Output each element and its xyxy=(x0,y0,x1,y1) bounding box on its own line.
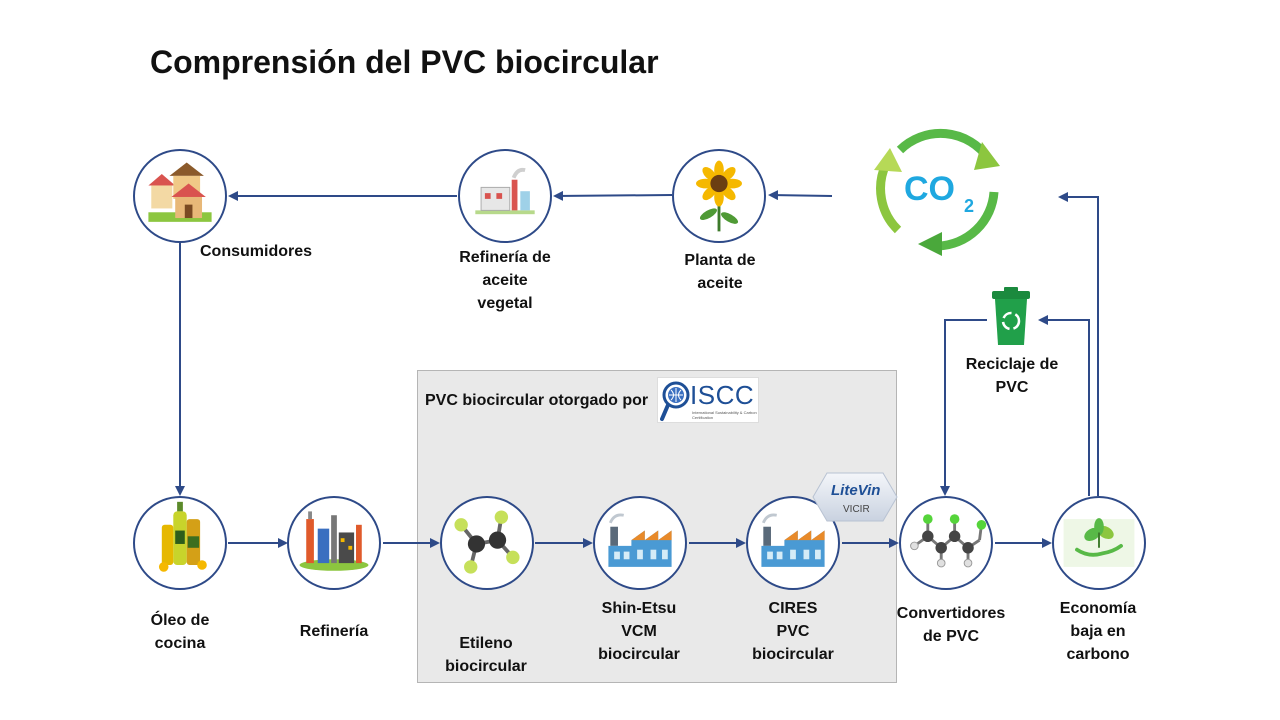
reciclaje-label: Reciclaje de PVC xyxy=(965,356,1059,396)
iscc-logo: ISCC International Sustainability & Carb… xyxy=(657,377,759,423)
consumidores-node xyxy=(133,149,227,243)
vcm-label: Shin-Etsu VCM biocircular xyxy=(598,600,680,663)
litevin-subtitle: VICIR xyxy=(843,504,870,515)
arrow-planta-to-refineria-aceite xyxy=(553,190,673,201)
refineria-node xyxy=(287,496,381,590)
pvc-molecule-icon xyxy=(910,514,987,568)
arrow-reciclaje-to-convertidores xyxy=(940,319,987,496)
ethylene-molecule-icon xyxy=(454,510,520,574)
arrow-economia-to-co2 xyxy=(1058,192,1099,496)
iscc-subtitle: International Sustainability & Carbon Ce… xyxy=(692,410,757,420)
planta-node xyxy=(672,149,766,243)
co2-subscript: 2 xyxy=(964,196,974,216)
refineria-label: Refinería xyxy=(299,623,369,640)
vcm-node xyxy=(593,496,687,590)
factory-icon xyxy=(761,513,825,567)
refinery-icon xyxy=(299,511,369,571)
co2-cycle-icon: CO 2 xyxy=(874,128,1000,256)
arrow-economia-to-reciclaje xyxy=(1038,315,1090,496)
oleo-node xyxy=(133,496,227,590)
oil-refinery-icon xyxy=(475,167,535,215)
page-title: Comprensión del PVC biocircular xyxy=(150,44,659,80)
litevin-vicir-logo: LiteVin VICIR xyxy=(812,472,898,522)
convertidores-node xyxy=(899,496,993,590)
co2-text: CO xyxy=(904,170,955,208)
oleo-label: Óleo de cocina xyxy=(150,612,210,652)
etileno-node xyxy=(440,496,534,590)
sunflower-icon xyxy=(696,160,742,232)
recycle-bin-icon xyxy=(992,287,1030,345)
plant-hand-icon xyxy=(1063,518,1135,567)
etileno-label: Etileno biocircular xyxy=(445,635,527,675)
oil-bottles-icon xyxy=(158,501,207,572)
cires-label: CIRES PVC biocircular xyxy=(752,600,834,663)
factory-icon xyxy=(608,513,672,567)
arrow-co2-to-planta xyxy=(768,190,833,201)
refineria-aceite-label: Refinería de aceite vegetal xyxy=(459,249,551,312)
convertidores-label: Convertidores de PVC xyxy=(896,605,1006,645)
iscc-text: ISCC xyxy=(690,380,755,410)
consumidores-label: Consumidores xyxy=(200,243,313,260)
refineria-aceite-node xyxy=(458,149,552,243)
planta-label: Planta de aceite xyxy=(684,252,756,292)
economia-label: Economía baja en carbono xyxy=(1059,600,1137,663)
houses-icon xyxy=(148,162,212,222)
litevin-text: LiteVin xyxy=(831,482,880,499)
magnifier-globe-icon xyxy=(660,381,690,421)
economia-node xyxy=(1052,496,1146,590)
certification-label: PVC biocircular otorgado por xyxy=(425,392,649,409)
